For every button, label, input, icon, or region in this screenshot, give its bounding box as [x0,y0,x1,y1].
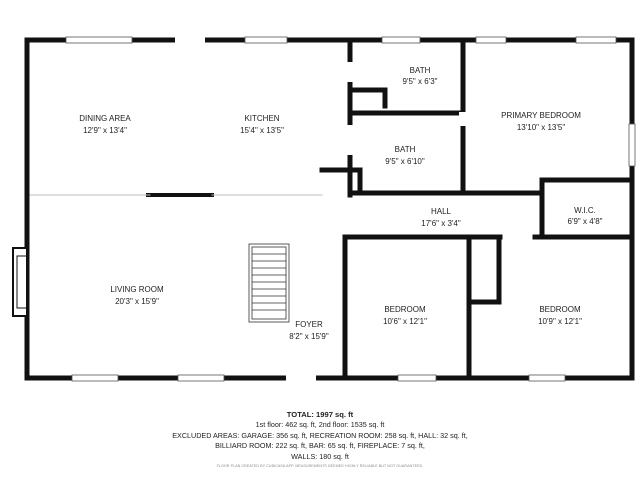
room-name-bath-upper: BATH [410,66,431,75]
windows [65,36,636,382]
walls [24,37,635,381]
room-dims-bedroom-right: 10'9" x 12'1" [538,317,582,326]
credit-line: FLOOR PLAN CREATED BY CUBICASA APP. MEAS… [216,464,424,468]
room-dims-dining: 12'9" x 13'4" [83,126,127,135]
room-name-living: LIVING ROOM [110,285,164,294]
room-dims-bath-upper: 9'5" x 6'3" [403,77,438,86]
room-dims-hall: 17'6" x 3'4" [421,219,461,228]
room-name-kitchen: KITCHEN [244,114,279,123]
summary-line-1: 1st floor: 462 sq. ft, 2nd floor: 1535 s… [255,420,385,430]
room-name-wic: W.I.C. [574,206,596,215]
room-dims-wic: 6'9" x 4'8" [568,217,603,226]
area-summary: TOTAL: 1997 sq. ft 1st floor: 462 sq. ft… [0,410,640,462]
room-dims-kitchen: 15'4" x 13'5" [240,126,284,135]
room-dims-foyer: 8'2" x 15'9" [289,332,329,341]
summary-line-3: BILLIARD ROOM: 222 sq. ft, BAR: 65 sq. f… [215,441,425,451]
room-name-dining: DINING AREA [79,114,131,123]
floor-plan: DINING AREA 12'9" x 13'4" KITCHEN 15'4" … [12,36,636,382]
summary-total: TOTAL: 1997 sq. ft [286,410,354,419]
fireplace [12,247,28,317]
room-dims-primary-bedroom: 13'10" x 13'5" [517,123,565,132]
room-name-foyer: FOYER [295,320,323,329]
room-name-hall: HALL [431,207,452,216]
room-name-bedroom-right: BEDROOM [539,305,581,314]
room-name-bath-lower: BATH [395,145,416,154]
room-dims-bath-lower: 9'5" x 6'10" [385,157,425,166]
door-openings [175,36,467,382]
room-name-primary-bedroom: PRIMARY BEDROOM [501,111,581,120]
stairs [248,243,290,323]
summary-line-4: WALLS: 180 sq. ft [291,451,349,461]
room-name-bedroom-left: BEDROOM [384,305,426,314]
room-dims-bedroom-left: 10'6" x 12'1" [383,317,427,326]
room-dims-living: 20'3" x 15'9" [115,297,159,306]
summary-line-2: EXCLUDED AREAS: GARAGE: 356 sq. ft, RECR… [172,430,468,440]
